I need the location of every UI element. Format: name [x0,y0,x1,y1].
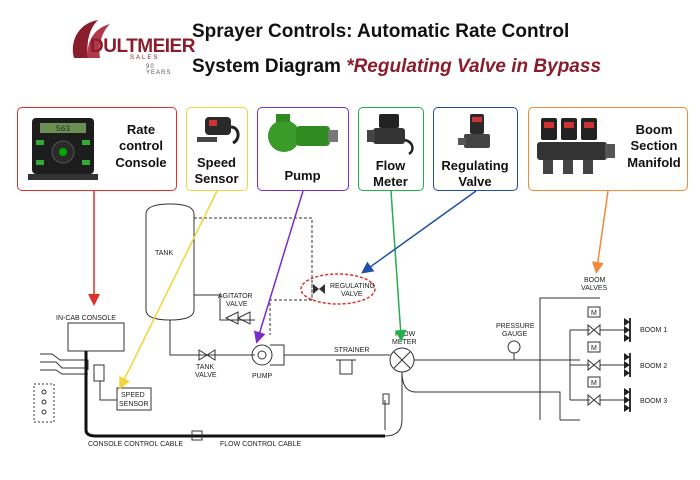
boom-return-line [539,297,600,420]
card-pump: Pump [257,107,349,191]
svg-text:STRAINER: STRAINER [334,347,369,354]
in-cab-console: IN-CAB CONSOLE [33,315,125,423]
pump-symbol: PUMP [251,344,285,380]
boom-2: BOOM 2 [624,353,667,377]
logo-years: 90 YEARS [146,64,172,76]
pressure-gauge: PRESSURE GAUGE [496,323,535,360]
svg-text:TANK: TANK [155,250,173,257]
title-italic: *Regulating Valve in Bypass [346,56,602,77]
svg-text:CONSOLE CONTROL CABLE: CONSOLE CONTROL CABLE [88,441,183,448]
svg-text:REGULATING: REGULATING [330,283,375,290]
flow-meter-image [367,114,414,156]
boom-3: BOOM 3 [624,388,667,412]
svg-text:VALVES: VALVES [581,285,608,292]
speed-sensor-symbol: SPEED SENSOR [99,381,152,411]
card-speed-sensor: Speed Sensor [186,107,248,191]
strainer: STRAINER [334,347,369,375]
card-flow-meter: Flow Meter [358,107,424,191]
speed-sensor-image [197,117,240,145]
regulating-valve-symbol: REGULATING VALVE [300,273,376,305]
regulating-valve-image [458,114,490,148]
logo-name: DULTMEIER [90,36,195,57]
svg-text:BOOM 1: BOOM 1 [640,327,667,334]
pump-image [268,114,338,152]
svg-text:PRESSURE: PRESSURE [496,323,535,330]
logo-mark-icon [72,20,110,58]
tank-valve: TANK VALVE [195,349,217,379]
boom-valves: BOOM VALVES M M M [581,277,608,407]
page-title-line1: Sprayer Controls: Automatic Rate Control [192,21,570,42]
flow-meter-symbol: FLOW METER [389,331,417,373]
svg-text:BOOM 3: BOOM 3 [640,398,667,405]
svg-text:563: 563 [56,125,71,134]
svg-text:FLOW: FLOW [395,331,416,338]
card-rate-console: 563 Rate control Console [17,107,177,191]
svg-text:VALVE: VALVE [341,291,363,298]
arrow-regulating-valve [361,190,477,274]
svg-text:IN-CAB CONSOLE: IN-CAB CONSOLE [56,315,116,322]
console-control-cable [84,351,385,438]
svg-text:BOOM 2: BOOM 2 [640,363,667,370]
arrow-flow-meter [390,190,407,342]
svg-text:TANK: TANK [196,364,214,371]
tank-outlet-line [169,320,255,356]
svg-text:FLOW CONTROL CABLE: FLOW CONTROL CABLE [220,441,301,448]
tank: TANK [145,203,195,321]
svg-text:GAUGE: GAUGE [502,331,528,338]
arrow-boom-manifold [591,190,609,274]
svg-text:VALVE: VALVE [195,372,217,379]
boom-1: BOOM 1 [624,318,667,342]
bypass-line [194,217,313,335]
arrow-pump [254,190,304,344]
svg-text:PUMP: PUMP [252,373,273,380]
flow-control-cable [384,372,403,437]
svg-text:M: M [591,380,597,387]
card-boom-manifold: Boom Section Manifold [528,107,688,191]
svg-text:M: M [591,345,597,352]
agitator-valve: AGITATOR VALVE [218,293,253,325]
svg-text:VALVE: VALVE [226,301,248,308]
svg-text:SENSOR: SENSOR [119,401,149,408]
svg-text:SPEED: SPEED [121,392,145,399]
boom-manifold-image [537,118,615,174]
svg-text:M: M [591,310,597,317]
svg-text:AGITATOR: AGITATOR [218,293,253,300]
company-logo: DULTMEIER SALES 90 YEARS [68,14,195,76]
arrow-speed-sensor [119,190,218,390]
svg-text:METER: METER [392,339,417,346]
svg-text:BOOM: BOOM [584,277,606,284]
page-title-line2: System Diagram *Regulating Valve in Bypa… [192,56,601,78]
logo-sub: SALES [130,55,160,61]
title-plain: System Diagram [192,56,347,77]
rate-console-image: 563 [28,118,98,180]
